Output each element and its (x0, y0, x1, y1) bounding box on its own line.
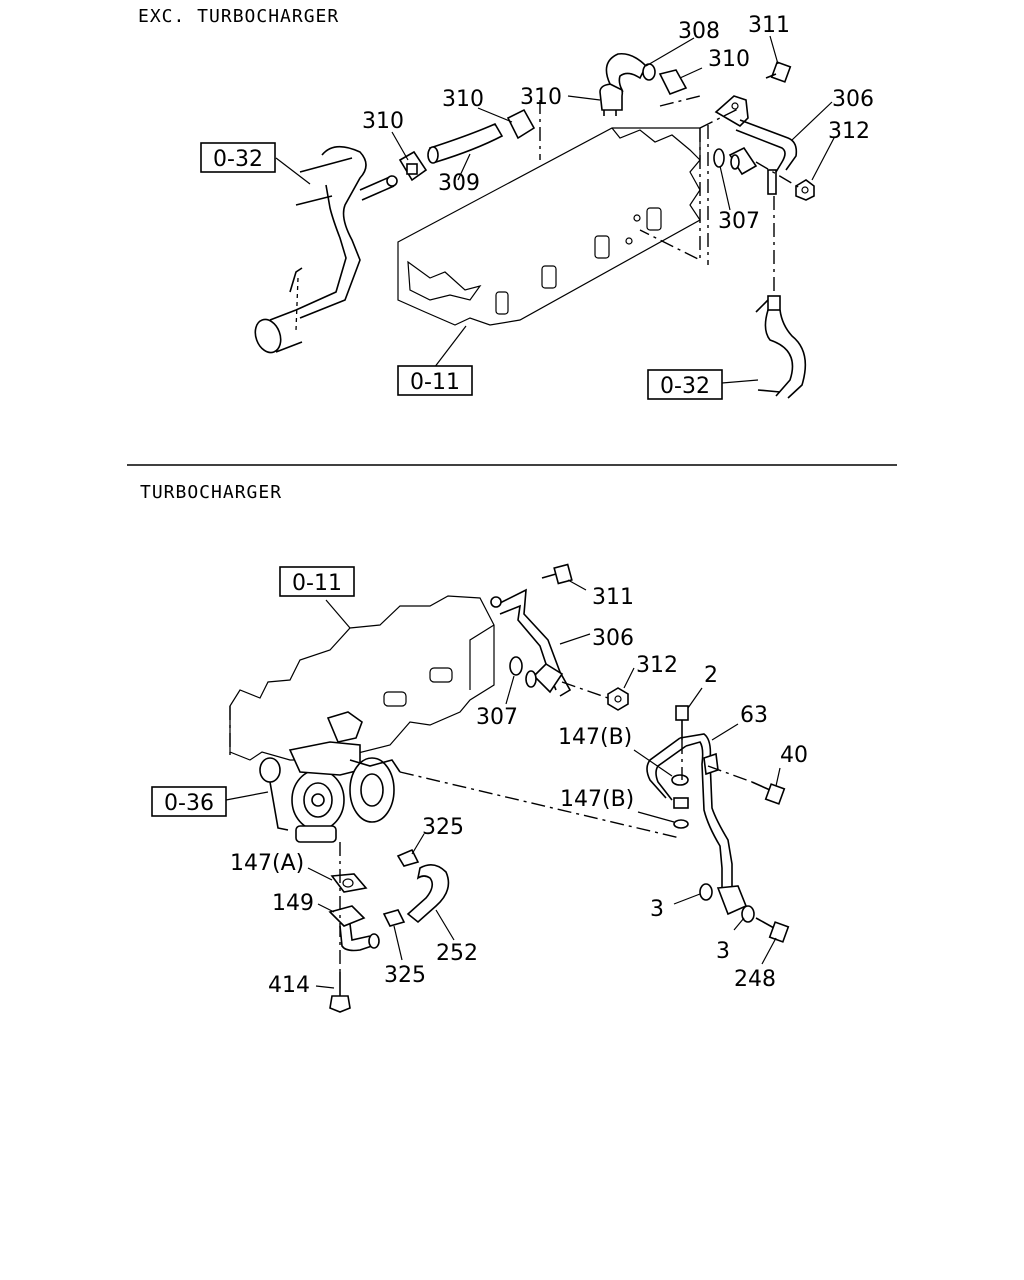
label-310: 310 (362, 109, 404, 134)
washer-147b-upper (671, 774, 689, 786)
section-title-exc-turbocharger: EXC. TURBOCHARGER (138, 6, 339, 27)
bolt-414 (329, 972, 351, 1013)
hose-308 (605, 52, 656, 92)
pipe-306-bottom (490, 588, 572, 697)
ref-0-32-left: 0-32 (213, 147, 263, 172)
pipe-149 (328, 905, 380, 952)
label-248: 248 (734, 967, 776, 992)
o-ring-307-bottom (509, 656, 523, 676)
bottom-leaders (225, 579, 781, 989)
label-312: 312 (636, 653, 678, 678)
label-311: 311 (592, 585, 634, 610)
pipe-306-top (714, 95, 798, 195)
label-3-right: 3 (716, 939, 730, 964)
ref-0-36: 0-36 (164, 791, 214, 816)
label-147b-upper: 147(B) (558, 725, 632, 750)
ref-box-0-32-right (647, 369, 723, 400)
label-310: 310 (520, 85, 562, 110)
ref-0-11-top: 0-11 (410, 370, 460, 395)
bolt-248 (755, 917, 790, 943)
top-diagram: 308 311 310 310 310 310 306 312 309 307 … (200, 13, 874, 400)
ref-box-0-36 (151, 786, 227, 817)
washer-3-left (699, 883, 713, 901)
label-325-upper: 325 (422, 815, 464, 840)
bolt-40 (751, 781, 786, 805)
clamp-325-lower (382, 909, 406, 927)
o-ring-307-top (713, 148, 725, 168)
pipe-left-top (254, 145, 398, 354)
pipe-right-top (755, 295, 807, 399)
label-149: 149 (272, 891, 314, 916)
ref-box-0-11-top (397, 365, 473, 396)
hose-309 (427, 122, 504, 164)
label-147a: 147(A) (230, 851, 304, 876)
nut-312-bottom (607, 687, 629, 711)
label-3-left: 3 (650, 897, 664, 922)
label-40: 40 (780, 743, 808, 768)
clamp-310-d (658, 69, 688, 96)
label-307: 307 (718, 209, 760, 234)
label-310: 310 (442, 87, 484, 112)
label-312: 312 (828, 119, 870, 144)
label-306: 306 (592, 626, 634, 651)
cylinder-head-bottom (229, 595, 495, 761)
top-leaders (275, 35, 835, 384)
clamp-310-a (398, 150, 428, 182)
clamp-310-b (506, 108, 536, 140)
bolt-311-bottom (541, 563, 573, 585)
gasket-147a (330, 873, 368, 893)
label-310: 310 (708, 47, 750, 72)
nut-312-top (795, 179, 815, 201)
turbocharger (259, 711, 401, 843)
oil-pipe-63 (646, 733, 748, 916)
label-325-lower: 325 (384, 963, 426, 988)
fitting-147b (673, 797, 689, 809)
washer-3-right (741, 905, 755, 923)
label-306: 306 (832, 87, 874, 112)
bolt-311-top (765, 61, 792, 83)
clamp-325-upper (396, 848, 420, 867)
bolt-2 (675, 705, 689, 740)
ref-0-11-bottom: 0-11 (292, 571, 342, 596)
label-63: 63 (740, 703, 768, 728)
label-252: 252 (436, 941, 478, 966)
ref-box-0-32-left (200, 142, 276, 173)
label-147b-lower: 147(B) (560, 787, 634, 812)
hose-252 (406, 864, 450, 924)
label-307: 307 (476, 705, 518, 730)
label-309: 309 (438, 171, 480, 196)
section-title-turbocharger: TURBOCHARGER (140, 482, 282, 503)
label-311: 311 (748, 13, 790, 38)
label-414: 414 (268, 973, 310, 998)
label-308: 308 (678, 19, 720, 44)
washer-147b-lower (673, 819, 689, 829)
ref-box-0-11-bottom (279, 566, 355, 597)
label-2: 2 (704, 663, 718, 688)
ref-0-32-right: 0-32 (660, 374, 710, 399)
bottom-diagram: 311 306 312 307 2 63 147(B) 40 147(B) 32… (151, 563, 808, 1013)
